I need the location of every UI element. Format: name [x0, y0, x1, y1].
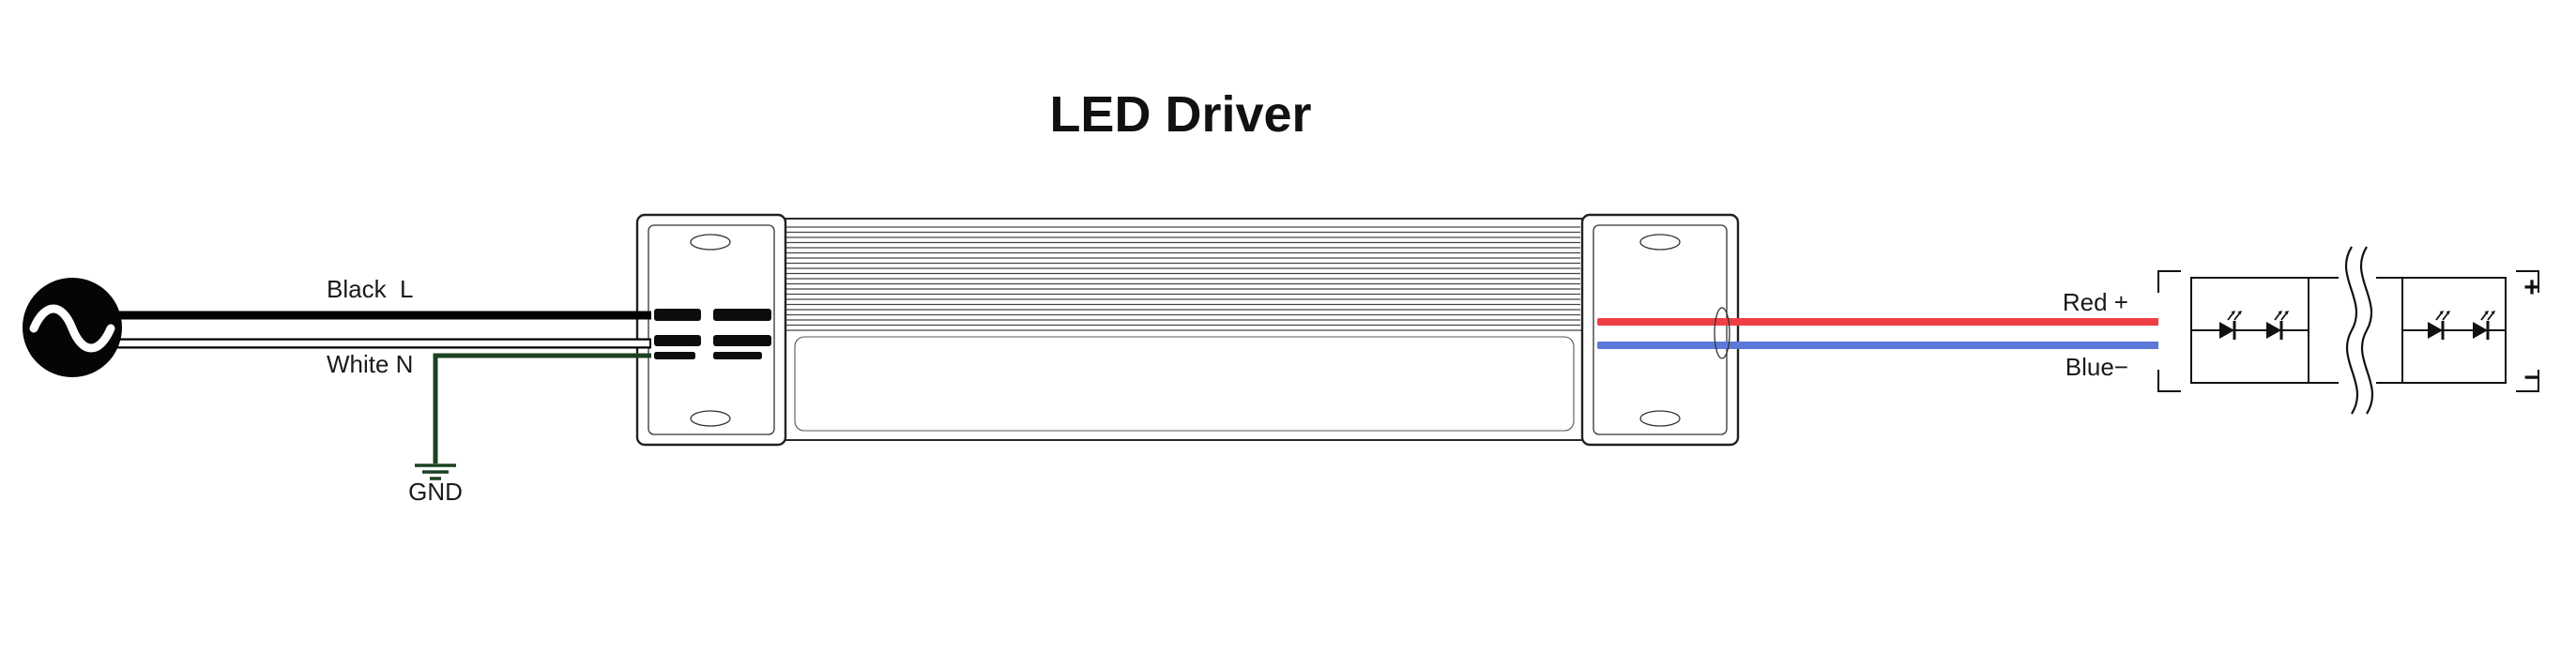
terminal-positive-b: [1623, 318, 1641, 326]
output-wires: [1601, 318, 2158, 349]
continuation-break-curve-2: [2360, 246, 2373, 415]
strip-polarity-minus: −: [2523, 362, 2540, 393]
left-endcap-outline: [635, 213, 787, 447]
right-endcap-top-slot: [1639, 234, 1681, 251]
terminal-line-b: [713, 309, 771, 321]
ground-label: GND: [408, 478, 463, 506]
continuation-break-curve-1: [2345, 246, 2358, 415]
led-driver-body: [635, 213, 1740, 447]
left-endcap: [635, 213, 787, 447]
terminal-neutral-b: [713, 335, 771, 346]
strip-right-corner-marks: [2516, 270, 2539, 392]
led-icon: [2417, 309, 2455, 342]
led-icon: [2256, 309, 2294, 342]
terminal-neutral-a: [654, 335, 701, 346]
strip-polarity-plus: +: [2523, 272, 2540, 303]
led-icon: [2462, 309, 2500, 342]
terminal-ground-b: [713, 352, 762, 359]
right-endcap-bottom-slot: [1639, 410, 1681, 427]
terminal-negative-a: [1597, 342, 1616, 349]
terminal-line-a: [654, 309, 701, 321]
heatsink-fins: [786, 226, 1580, 327]
terminal-negative-b: [1623, 342, 1641, 349]
led-icon: [2209, 309, 2247, 342]
negative-wire-label: Blue−: [2065, 353, 2128, 381]
terminal-ground-a: [654, 352, 695, 359]
terminal-positive-a: [1597, 318, 1616, 326]
left-endcap-bottom-slot: [690, 410, 731, 427]
led-strip: [2157, 246, 2539, 415]
label-panel: [794, 336, 1575, 432]
left-endcap-inner: [648, 224, 775, 435]
left-endcap-top-slot: [690, 234, 731, 251]
strip-left-corner-marks: [2157, 270, 2181, 392]
diagram-title: LED Driver: [1049, 86, 1311, 143]
input-terminal-block: [654, 309, 771, 359]
driver-main-housing: [785, 218, 1583, 441]
right-endcap: [1580, 213, 1740, 447]
break-stub-lines: [2309, 277, 2402, 384]
ground-wire-green: [433, 353, 651, 464]
earth-ground-symbol: [415, 464, 456, 480]
ac-sine-wave: [29, 304, 115, 353]
positive-wire-label: Red +: [2063, 288, 2128, 316]
right-endcap-inner: [1593, 224, 1728, 435]
input-wires: [111, 311, 651, 480]
output-terminal-block: [1597, 318, 1641, 349]
line-wire-label: Black L: [327, 275, 414, 303]
ac-source-icon: [23, 278, 122, 377]
right-endcap-outline: [1580, 213, 1740, 447]
neutral-wire-label: White N: [327, 350, 413, 378]
cable-gland: [1714, 307, 1730, 359]
